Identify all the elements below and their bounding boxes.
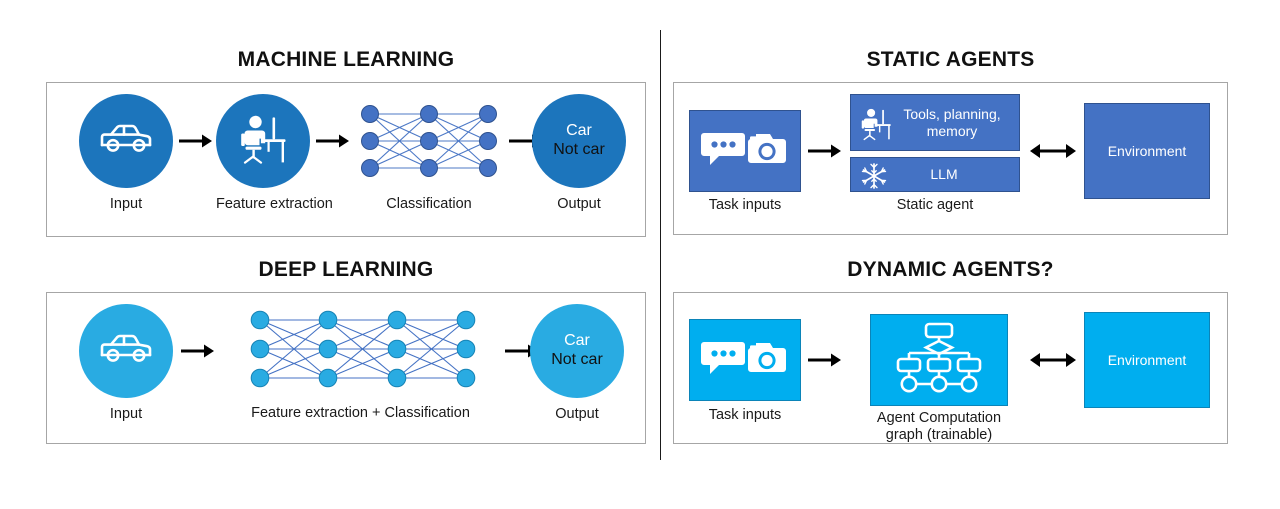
ml-arrow-1 [178, 129, 214, 153]
dl-stage-output: Car Not car Output [530, 304, 624, 423]
da-task-inputs-box [689, 319, 801, 401]
ml-stage-feature-extraction: Feature extraction [216, 94, 333, 213]
ml-feature-circle [216, 94, 310, 188]
dl-output-negative-label: Not car [551, 351, 603, 368]
sa-environment-label: Environment [1107, 142, 1187, 159]
ml-arrow-2 [315, 129, 351, 153]
static-agents-panel: Task inputs [673, 82, 1228, 235]
quadrant-machine-learning: MACHINE LEARNING [46, 48, 646, 237]
quadrant-deep-learning: DEEP LEARNING I [46, 258, 646, 444]
ml-input-caption: Input [109, 196, 143, 212]
machine-learning-title: MACHINE LEARNING [237, 48, 455, 71]
deep-learning-title: DEEP LEARNING [258, 258, 434, 281]
dl-feature-classification-caption: Feature extraction + Classification [251, 405, 470, 421]
da-environment-label: Environment [1107, 351, 1187, 368]
ml-feature-caption: Feature extraction [216, 196, 333, 212]
sa-llm-box: LLM [850, 157, 1020, 192]
ml-output-negative-label: Not car [553, 141, 605, 158]
dynamic-agents-title: DYNAMIC AGENTS? [847, 258, 1054, 281]
quadrant-static-agents: STATIC AGENTS Task [673, 48, 1228, 235]
chat-camera-icon [701, 337, 788, 384]
dl-output-circle: Car Not car [530, 304, 624, 398]
sa-arrow-input [807, 139, 843, 163]
ml-output-circle: Car Not car [532, 94, 626, 188]
computation-graph-icon [896, 322, 982, 399]
sa-environment-box: Environment [1084, 103, 1210, 199]
ml-stage-classification: Classification [354, 101, 504, 213]
dl-input-circle [79, 304, 173, 398]
neural-network-icon [223, 307, 498, 397]
machine-learning-panel: Input [46, 82, 646, 237]
dl-input-caption: Input [109, 406, 143, 422]
sa-task-inputs-box [689, 110, 801, 192]
da-agent-caption: Agent Computation graph (trainable) [876, 410, 1002, 444]
static-agents-title: STATIC AGENTS [866, 48, 1035, 71]
person-at-desk-icon [237, 114, 289, 169]
car-icon [98, 122, 154, 161]
sa-task-inputs-caption: Task inputs [708, 197, 782, 213]
da-agent-graph-box [870, 314, 1008, 406]
ml-stage-input: Input [79, 94, 173, 213]
dl-output-caption: Output [555, 406, 599, 422]
sa-agent-caption: Static agent [896, 197, 974, 213]
chat-camera-icon [701, 128, 788, 175]
da-task-inputs-caption: Task inputs [708, 407, 782, 423]
ml-output-caption: Output [557, 196, 601, 212]
sa-llm-label: LLM [930, 166, 958, 183]
ml-input-circle [79, 94, 173, 188]
person-at-desk-icon [859, 104, 893, 149]
dl-stage-input: Input [79, 304, 173, 423]
quadrant-dynamic-agents: DYNAMIC AGENTS? Task inp [673, 258, 1228, 444]
dl-output-positive-label: Car [564, 332, 590, 350]
ml-stage-output: Car Not car Output [532, 94, 626, 213]
sa-arrow-environment [1029, 139, 1077, 163]
snowflake-icon [860, 162, 888, 195]
deep-learning-panel: Input [46, 292, 646, 444]
sa-tools-planning-memory-label: Tools, planning, memory [903, 106, 1001, 139]
dl-arrow-1 [180, 339, 216, 363]
ml-classification-caption: Classification [386, 196, 472, 212]
da-arrow-input [807, 348, 843, 372]
da-arrow-environment [1029, 348, 1077, 372]
dl-stage-feature-classification: Feature extraction + Classification [223, 307, 498, 422]
dynamic-agents-panel: Task inputs [673, 292, 1228, 444]
ml-output-positive-label: Car [566, 122, 592, 140]
da-environment-box: Environment [1084, 312, 1210, 408]
car-icon [98, 332, 154, 371]
neural-network-icon [354, 101, 504, 186]
sa-tools-planning-memory-box: Tools, planning, memory [850, 94, 1020, 151]
vertical-divider [660, 30, 661, 460]
